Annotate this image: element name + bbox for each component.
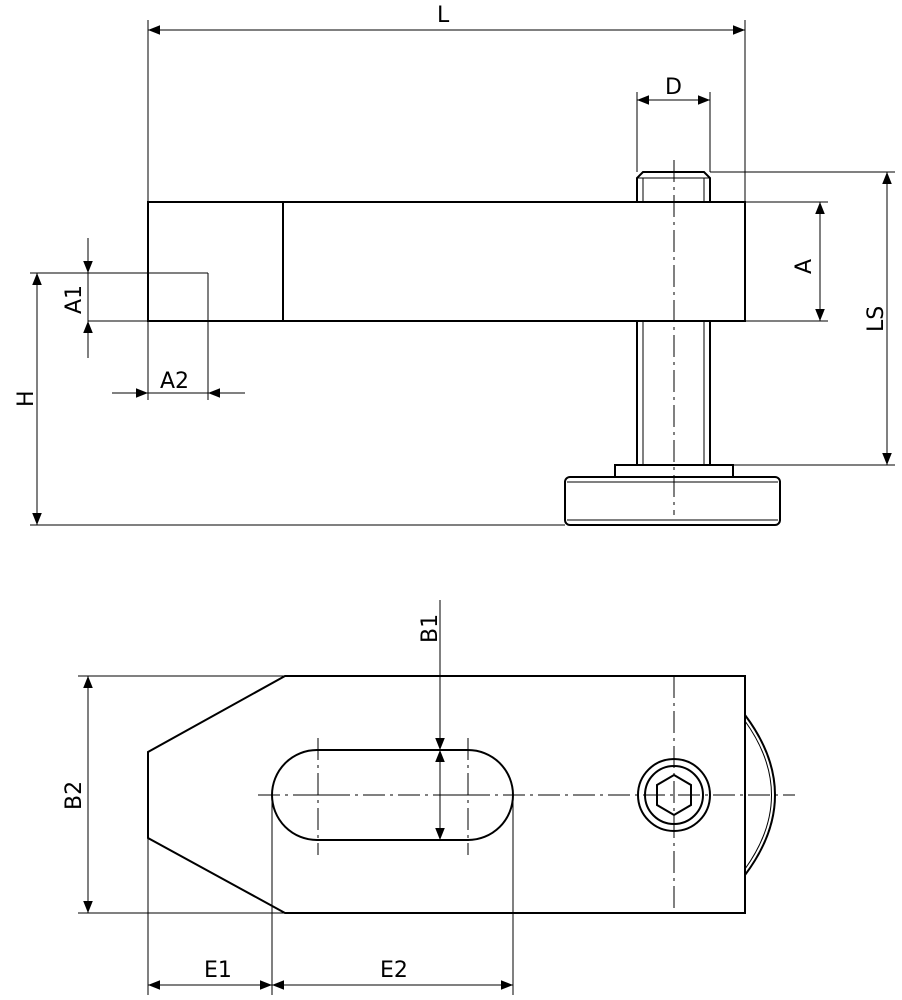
- label-A: A: [792, 259, 817, 274]
- label-D: D: [665, 75, 682, 100]
- top-view: B2 B1 E1 E2: [62, 600, 795, 995]
- label-B2: B2: [62, 781, 87, 810]
- label-A2: A2: [160, 369, 189, 394]
- clamp-bar: [147, 201, 746, 322]
- screw: [636, 171, 711, 465]
- label-B1: B1: [418, 614, 443, 643]
- swivel-foot-arc: [744, 714, 776, 876]
- label-E1: E1: [204, 958, 232, 983]
- swivel-foot: [564, 476, 781, 526]
- label-H: H: [14, 390, 39, 407]
- label-L: L: [437, 3, 450, 28]
- label-LS: LS: [864, 306, 889, 332]
- hex-socket-icon: [656, 773, 692, 817]
- label-E2: E2: [380, 958, 408, 983]
- screw-head: [637, 758, 711, 832]
- side-view: L D A LS H A1 A2: [14, 3, 895, 526]
- label-A1: A1: [62, 285, 87, 314]
